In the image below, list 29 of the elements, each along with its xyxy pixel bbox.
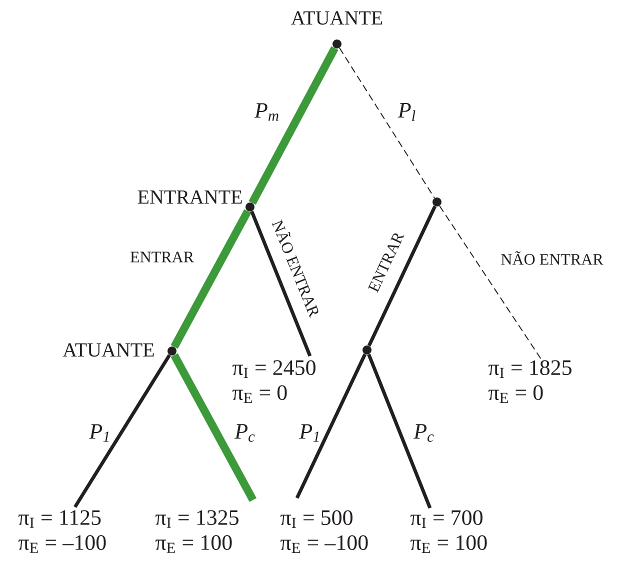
edge-label: NÃO ENTRAR <box>501 251 604 265</box>
edge-label: P$_{1}$ <box>299 424 319 442</box>
player-label: ENTRANTE <box>138 190 242 204</box>
payoff-text: π$_{I}$ = 2450 π$_{E}$ = 0 <box>232 360 316 403</box>
edge-label: ENTRAR <box>130 252 194 262</box>
edge-label: P$_{c}$ <box>414 424 434 442</box>
player-label: ATUANTE <box>62 343 154 357</box>
edge-label: P$_{m}$ <box>254 103 278 121</box>
payoff-text: π$_{I}$ = 700 π$_{E}$ = 100 <box>410 510 487 553</box>
branch-line <box>74 354 171 508</box>
branch-line <box>170 209 252 349</box>
branch-line <box>250 210 312 357</box>
edge-label: P$_{1}$ <box>89 424 109 442</box>
decision-dot <box>432 198 442 206</box>
payoff-text: π$_{I}$ = 500 π$_{E}$ = –100 <box>280 510 368 553</box>
edge-label: P$_{c}$ <box>234 424 255 442</box>
branch-line <box>367 206 437 346</box>
edge-label: P$_{l}$ <box>398 103 416 121</box>
player-label: ATUANTE <box>291 11 382 25</box>
payoff-text: π$_{I}$ = 1325 π$_{E}$ = 100 <box>156 510 238 553</box>
branch-line <box>439 205 544 362</box>
decision-dot <box>362 346 372 354</box>
payoff-text: π$_{I}$ = 1125 π$_{E}$ = –100 <box>18 510 106 553</box>
branch-line <box>170 353 257 502</box>
branch-line <box>295 354 367 499</box>
branch-line <box>248 46 338 205</box>
payoff-text: π$_{I}$ = 1825 π$_{E}$ = 0 <box>488 360 572 403</box>
branch-line <box>367 354 432 509</box>
branch-line <box>339 47 435 199</box>
